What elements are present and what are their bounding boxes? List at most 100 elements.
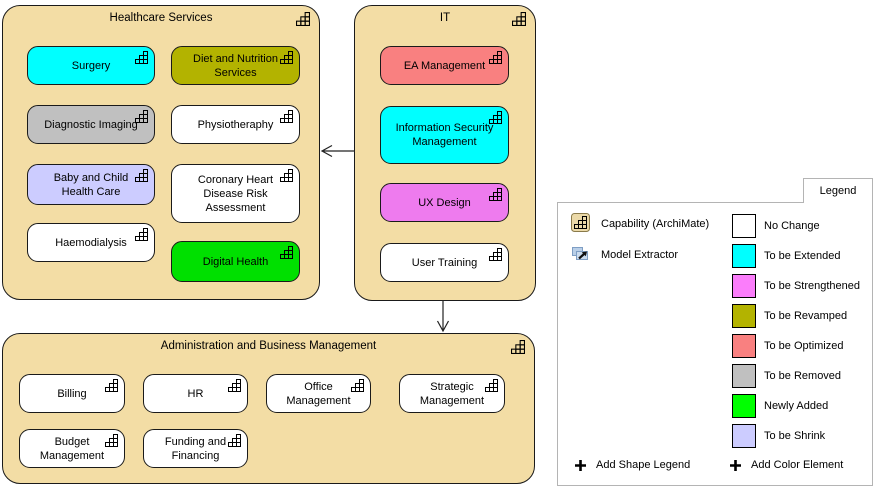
- capability-box-coronary-heart-disease-risk-assessment[interactable]: Coronary Heart Disease Risk Assessment: [171, 164, 300, 223]
- capability-icon: [296, 12, 310, 26]
- add-shape-legend-label: Add Shape Legend: [596, 459, 691, 471]
- capability-icon: [228, 434, 241, 447]
- legend-color-item: To be Revamped: [732, 303, 847, 328]
- capability-archimate-icon: [571, 213, 590, 235]
- capability-label: Office Management: [286, 380, 351, 407]
- capability-icon: [135, 110, 148, 123]
- color-swatch: [732, 363, 756, 388]
- group-healthcare-services[interactable]: Healthcare Services Surgery Diet and Nut…: [2, 5, 320, 300]
- capability-icon: [485, 379, 498, 392]
- capability-box-diagnostic-imaging[interactable]: Diagnostic Imaging: [27, 105, 155, 144]
- legend-tab-label: Legend: [819, 185, 857, 197]
- capability-box-hr[interactable]: HR: [143, 374, 248, 413]
- color-swatch: [732, 213, 756, 238]
- legend-color-item: To be Removed: [732, 363, 841, 388]
- capability-label: User Training: [411, 256, 478, 269]
- legend-color-item: To be Shrink: [732, 423, 825, 448]
- legend-shape-item: Capability (ArchiMate): [571, 213, 710, 235]
- capability-box-ux-design[interactable]: UX Design: [380, 183, 509, 222]
- capability-icon: [135, 51, 148, 64]
- legend-color-item: To be Strengthened: [732, 273, 860, 298]
- legend-color-item: Newly Added: [732, 393, 828, 418]
- legend-color-label: To be Strengthened: [764, 279, 861, 292]
- legend-shape-item: Model Extractor: [571, 245, 678, 265]
- capability-label: Strategic Management: [419, 380, 485, 407]
- capability-label: Coronary Heart Disease Risk Assessment: [197, 173, 274, 214]
- capability-icon: [105, 434, 118, 447]
- legend-color-label: To be Revamped: [764, 309, 848, 322]
- capability-icon: [135, 169, 148, 182]
- legend-color-item: No Change: [732, 213, 820, 238]
- capability-box-physiotheraphy[interactable]: Physiotheraphy: [171, 105, 300, 144]
- capability-label: Billing: [57, 387, 87, 400]
- capability-label: Physiotheraphy: [197, 118, 274, 131]
- legend-tab[interactable]: Legend: [803, 178, 873, 203]
- capability-box-digital-health[interactable]: Digital Health: [171, 241, 300, 282]
- legend-color-label: No Change: [764, 219, 820, 232]
- capability-box-office-management[interactable]: Office Management: [266, 374, 371, 413]
- capability-icon: [280, 246, 293, 259]
- capability-box-diet-and-nutrition[interactable]: Diet and Nutrition Services: [171, 46, 300, 85]
- capability-box-information-security-management[interactable]: Information Security Management: [380, 106, 509, 164]
- capability-icon: [489, 248, 502, 261]
- capability-box-surgery[interactable]: Surgery: [27, 46, 155, 85]
- capability-icon: [135, 228, 148, 241]
- color-swatch: [732, 243, 756, 268]
- capability-label: Digital Health: [202, 255, 269, 268]
- add-color-element-button[interactable]: Add Color Element: [729, 457, 843, 473]
- capability-label: Baby and Child Health Care: [53, 171, 129, 198]
- capability-icon: [489, 51, 502, 64]
- arrow-it-to-administration[interactable]: [435, 300, 451, 334]
- add-shape-legend-button[interactable]: Add Shape Legend: [574, 457, 690, 473]
- legend-panel: Capability (ArchiMate) Model Extractor N…: [557, 202, 873, 486]
- group-it[interactable]: IT EA Management Information Security Ma…: [354, 5, 536, 301]
- capability-box-budget-management[interactable]: Budget Management: [19, 429, 125, 468]
- legend-color-item: To be Optimized: [732, 333, 843, 358]
- group-administration-business-management[interactable]: Administration and Business Management B…: [2, 333, 535, 484]
- capability-label: Diagnostic Imaging: [44, 118, 138, 131]
- capability-box-funding-and-financing[interactable]: Funding and Financing: [143, 429, 248, 468]
- capability-label: Surgery: [71, 59, 111, 72]
- plus-icon: [574, 459, 587, 472]
- capability-label: Diet and Nutrition Services: [193, 52, 278, 79]
- group-title: IT: [439, 12, 451, 24]
- group-title: Healthcare Services: [109, 12, 213, 24]
- color-swatch: [732, 273, 756, 298]
- capability-label: UX Design: [418, 196, 471, 209]
- color-swatch: [732, 333, 756, 358]
- capability-icon: [351, 379, 364, 392]
- capability-icon: [280, 51, 293, 64]
- color-swatch: [732, 423, 756, 448]
- capability-label: EA Management: [403, 59, 486, 72]
- legend-shape-label: Capability (ArchiMate): [601, 218, 710, 230]
- plus-icon: [729, 459, 742, 472]
- color-swatch: [732, 393, 756, 418]
- capability-box-user-training[interactable]: User Training: [380, 243, 509, 282]
- arrow-it-to-healthcare[interactable]: [319, 143, 356, 159]
- capability-label: HR: [187, 387, 204, 400]
- capability-icon: [489, 111, 502, 124]
- capability-box-ea-management[interactable]: EA Management: [380, 46, 509, 85]
- legend-color-label: To be Optimized: [764, 339, 844, 352]
- legend-color-label: To be Shrink: [764, 429, 826, 442]
- capability-label: Haemodialysis: [55, 236, 127, 249]
- capability-icon: [511, 340, 525, 354]
- legend-color-item: To be Extended: [732, 243, 840, 268]
- capability-box-billing[interactable]: Billing: [19, 374, 125, 413]
- capability-label: Information Security Management: [395, 122, 494, 148]
- capability-icon: [280, 169, 293, 182]
- legend-shape-label: Model Extractor: [601, 249, 679, 261]
- capability-icon: [489, 188, 502, 201]
- capability-box-baby-and-child-health-care[interactable]: Baby and Child Health Care: [27, 164, 155, 205]
- capability-icon: [512, 12, 526, 26]
- capability-icon: [280, 110, 293, 123]
- capability-box-haemodialysis[interactable]: Haemodialysis: [27, 223, 155, 262]
- capability-icon: [228, 379, 241, 392]
- legend-color-label: To be Removed: [764, 369, 842, 382]
- capability-box-strategic-management[interactable]: Strategic Management: [399, 374, 505, 413]
- capability-label: Budget Management: [39, 435, 105, 462]
- add-color-element-label: Add Color Element: [751, 459, 844, 471]
- group-title: Administration and Business Management: [160, 340, 377, 352]
- capability-icon: [105, 379, 118, 392]
- color-swatch: [732, 303, 756, 328]
